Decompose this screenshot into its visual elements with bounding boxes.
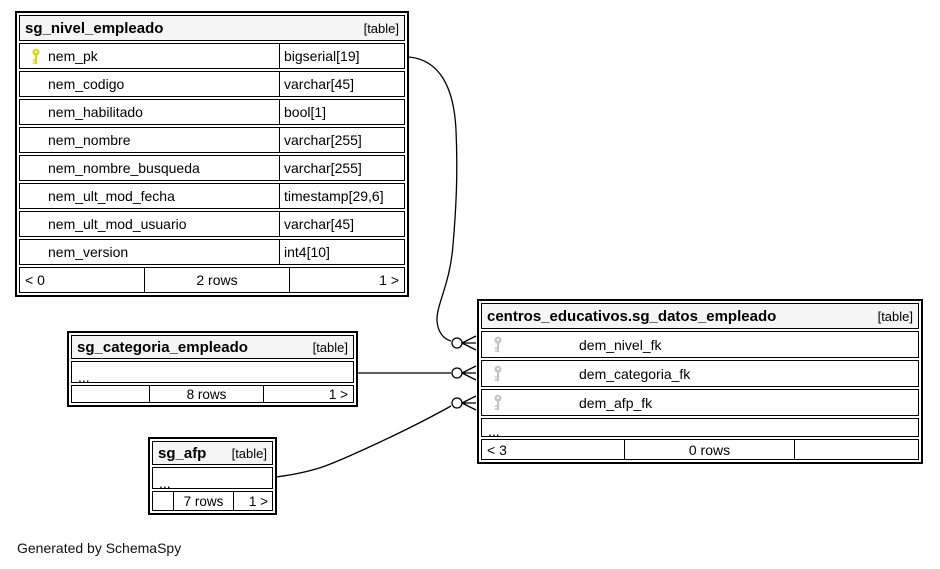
column-row-nem-pk[interactable]: nem_pk bigserial[19] <box>19 43 405 69</box>
column-name: nem_ult_mod_fecha <box>48 188 175 204</box>
column-row-nem-nombre-busqueda[interactable]: nem_nombre_busqueda varchar[255] <box>19 155 405 181</box>
table-footer: 7 rows 1 > <box>152 491 273 511</box>
table-sg-afp[interactable]: sg_afp [table] ... 7 rows 1 > <box>148 437 277 515</box>
table-footer: < 0 2 rows 1 > <box>19 267 405 293</box>
footer-row-count: 0 rows <box>624 440 794 459</box>
table-footer: 8 rows 1 > <box>71 385 354 403</box>
footer-parents <box>72 386 149 402</box>
column-type: bigserial[19] <box>279 44 404 68</box>
column-type: timestamp[29,6] <box>279 184 404 208</box>
table-badge: [table] <box>363 20 399 36</box>
column-type: bool[1] <box>279 100 404 124</box>
table-badge: [table] <box>231 445 267 461</box>
column-row-nem-habilitado[interactable]: nem_habilitado bool[1] <box>19 99 405 125</box>
column-name: nem_codigo <box>48 76 125 92</box>
table-badge: [table] <box>312 339 348 355</box>
generated-by-note: Generated by SchemaSpy <box>17 540 182 556</box>
cardinality-circle <box>451 337 463 349</box>
cardinality-circle <box>451 397 463 409</box>
footer-parents: < 0 <box>25 272 45 288</box>
table-header[interactable]: sg_categoria_empleado [table] <box>71 335 354 359</box>
table-title[interactable]: sg_nivel_empleado <box>25 19 164 37</box>
column-type: int4[10] <box>279 240 404 264</box>
table-header[interactable]: centros_educativos.sg_datos_empleado [ta… <box>481 303 919 329</box>
column-row-nem-codigo[interactable]: nem_codigo varchar[45] <box>19 71 405 97</box>
footer-row-count: 7 rows <box>173 492 233 510</box>
crowfoot-afp <box>461 395 477 411</box>
table-title[interactable]: centros_educativos.sg_datos_empleado <box>487 307 777 325</box>
footer-children: 1 > <box>233 492 272 510</box>
column-name: nem_nombre <box>48 132 131 148</box>
footer-children: 1 > <box>289 268 404 292</box>
table-title[interactable]: sg_categoria_empleado <box>77 338 248 356</box>
edge-afp-to-datos <box>275 405 452 478</box>
footer-parents: < 3 <box>487 441 507 458</box>
column-name: nem_pk <box>48 48 98 64</box>
collapsed-columns-row: ... <box>152 467 273 490</box>
edge-nivel-to-datos <box>408 56 458 342</box>
foreign-key-icon <box>492 336 504 353</box>
table-sg-categoria-empleado[interactable]: sg_categoria_empleado [table] ... 8 rows… <box>67 331 358 407</box>
column-name: nem_habilitado <box>48 104 143 120</box>
column-name: nem_version <box>48 244 129 260</box>
footer-children <box>794 440 918 459</box>
column-row-nem-version[interactable]: nem_version int4[10] <box>19 239 405 265</box>
table-badge: [table] <box>877 308 913 324</box>
collapsed-columns-row: ... <box>481 418 919 438</box>
table-sg-nivel-empleado[interactable]: sg_nivel_empleado [table] nem_pk bigseri… <box>15 11 409 297</box>
foreign-key-icon <box>492 394 504 411</box>
primary-key-icon <box>24 48 48 65</box>
column-type: varchar[45] <box>279 72 404 96</box>
collapsed-columns-row: ... <box>71 361 354 384</box>
table-title[interactable]: sg_afp <box>158 444 207 462</box>
column-name: dem_categoria_fk <box>579 365 691 382</box>
column-row-dem-nivel-fk[interactable]: dem_nivel_fk <box>481 331 919 358</box>
column-name: dem_nivel_fk <box>579 336 662 353</box>
foreign-key-icon <box>492 365 504 382</box>
table-centros-educativos-sg-datos-empleado[interactable]: centros_educativos.sg_datos_empleado [ta… <box>477 299 923 464</box>
footer-row-count: 2 rows <box>144 268 289 292</box>
cardinality-circle <box>451 367 463 379</box>
column-row-dem-categoria-fk[interactable]: dem_categoria_fk <box>481 360 919 387</box>
footer-row-count: 8 rows <box>149 386 263 402</box>
crowfoot-nivel <box>461 335 477 351</box>
column-row-dem-afp-fk[interactable]: dem_afp_fk <box>481 389 919 416</box>
column-row-nem-ult-mod-fecha[interactable]: nem_ult_mod_fecha timestamp[29,6] <box>19 183 405 209</box>
column-type: varchar[45] <box>279 212 404 236</box>
column-name: dem_afp_fk <box>579 394 653 411</box>
table-header[interactable]: sg_nivel_empleado [table] <box>19 15 405 41</box>
column-row-nem-nombre[interactable]: nem_nombre varchar[255] <box>19 127 405 153</box>
footer-parents <box>153 492 173 510</box>
table-header[interactable]: sg_afp [table] <box>152 441 273 465</box>
column-row-nem-ult-mod-usuario[interactable]: nem_ult_mod_usuario varchar[45] <box>19 211 405 237</box>
crowfoot-categoria <box>461 365 477 381</box>
column-name: nem_nombre_busqueda <box>48 160 200 176</box>
column-type: varchar[255] <box>279 156 404 180</box>
column-name: nem_ult_mod_usuario <box>48 216 187 232</box>
column-type: varchar[255] <box>279 128 404 152</box>
footer-children: 1 > <box>263 386 353 402</box>
table-footer: < 3 0 rows <box>481 439 919 460</box>
